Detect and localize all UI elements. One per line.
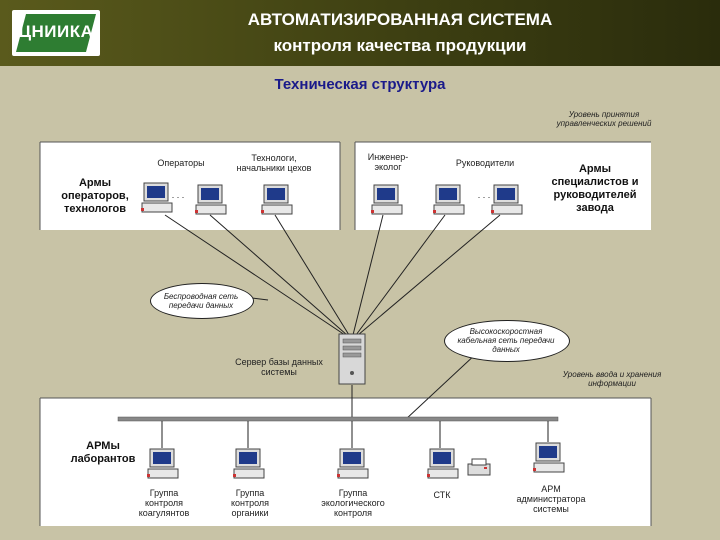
- computer-icon: [371, 184, 403, 215]
- cable-network-callout: [444, 320, 570, 362]
- computer-icon: [233, 448, 265, 479]
- coagulant-group-label: Группа контроля коагулянтов: [138, 488, 190, 518]
- technologists-label: Технологи, начальники цехов: [236, 153, 312, 173]
- admin-label: АРМ администратора системы: [516, 484, 586, 514]
- decision-level-caption: Уровень принятия управленческих решений: [556, 110, 652, 128]
- lab-group-heading: АРМы лаборантов: [70, 440, 136, 465]
- server-label: Сервер базы данных системы: [235, 357, 323, 377]
- eco-group-label: Группа экологического контроля: [321, 488, 385, 518]
- stk-label: СТК: [433, 490, 451, 500]
- organics-group-label: Группа контроля органики: [230, 488, 270, 518]
- computer-icon: [195, 184, 227, 215]
- computer-icon: [337, 448, 369, 479]
- logo-text: ЦНИИКА: [18, 22, 94, 41]
- computer-icon: [433, 184, 465, 215]
- company-logo: ЦНИИКА: [12, 10, 100, 56]
- computer-icon: [261, 184, 293, 215]
- specialists-group-heading: Армы специалистов и руководителей завода: [551, 163, 639, 214]
- page-subtitle: контроля качества продукции: [273, 36, 527, 55]
- input-level-caption: Уровень ввода и хранения информации: [562, 370, 662, 388]
- computer-icon: [491, 184, 523, 215]
- operators-group-heading: Армы операторов, технологов: [61, 177, 129, 215]
- computer-icon: [147, 448, 179, 479]
- operators-label: Операторы: [157, 158, 205, 168]
- header-bar: ЦНИИКА АВТОМАТИЗИРОВАННАЯ СИСТЕМА контро…: [0, 0, 720, 66]
- server-icon: [338, 333, 366, 385]
- diagram-title: Техническая структура: [274, 76, 446, 93]
- wireless-network-label: Беспроводная сеть передачи данных: [163, 292, 239, 310]
- dots-right: . . .: [477, 190, 491, 200]
- logo-shape-icon: [16, 14, 96, 52]
- computer-icon: [141, 182, 173, 213]
- dots-left: . . .: [171, 190, 185, 200]
- computer-icon: [427, 448, 459, 479]
- engineer-label: Инженер-эколог: [367, 152, 409, 172]
- page-title: АВТОМАТИЗИРОВАННАЯ СИСТЕМА: [247, 10, 553, 29]
- managers-label: Руководители: [455, 158, 515, 168]
- printer-icon: [467, 458, 491, 476]
- computer-icon: [533, 442, 565, 473]
- cable-network-label: Высокоскоростная кабельная сеть передачи…: [457, 327, 555, 354]
- wireless-network-callout: [150, 283, 254, 319]
